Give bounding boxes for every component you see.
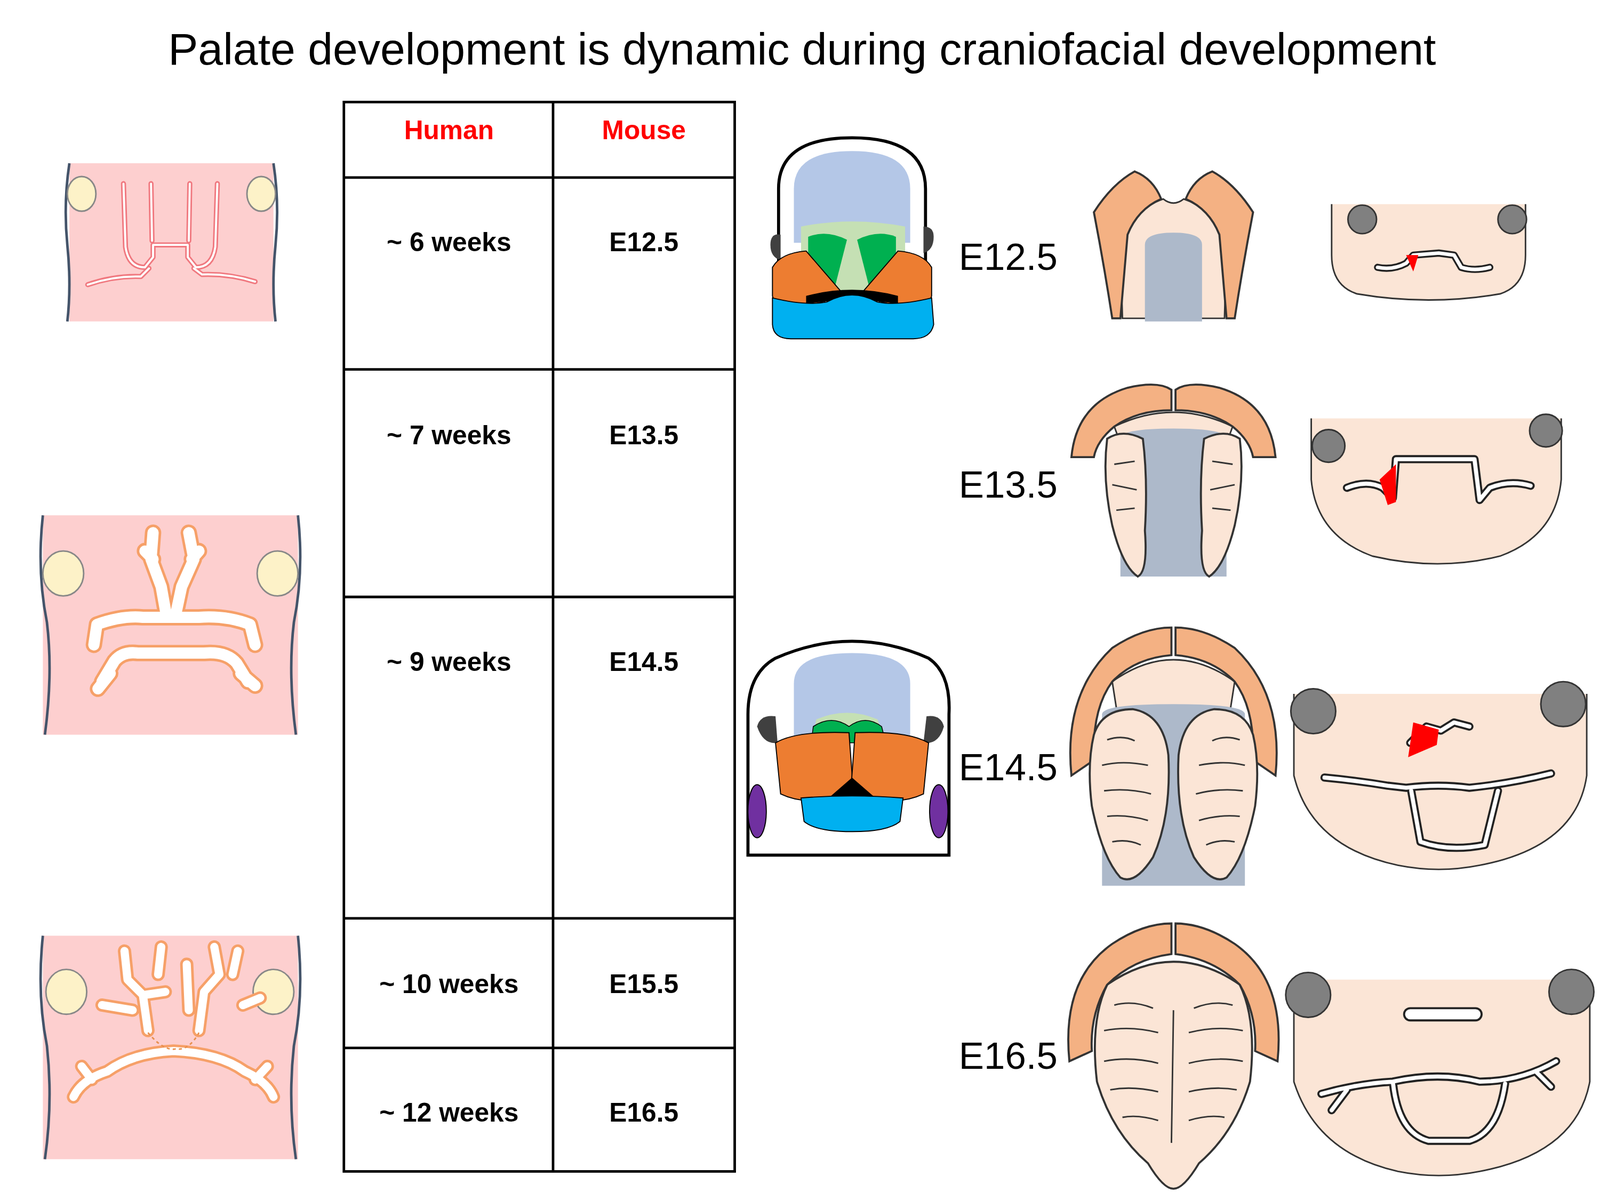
facial-groove [1324, 722, 1551, 848]
nostril-bar [1410, 1009, 1476, 1020]
tongue [1145, 232, 1203, 322]
ear [770, 234, 781, 261]
eye [67, 176, 96, 212]
face-outline [65, 163, 277, 322]
eye [42, 550, 84, 596]
mouse-face [1293, 693, 1587, 870]
facial-groove [1377, 252, 1490, 270]
table-cell: ~ 12 weeks [379, 1098, 519, 1129]
primary-palate [1175, 923, 1279, 1062]
facial-groove [93, 532, 255, 690]
primary-palate [1068, 923, 1172, 1062]
eye [1312, 429, 1345, 462]
eye [1347, 205, 1377, 235]
eye [1498, 205, 1527, 235]
facial-groove [1347, 459, 1531, 501]
eye [1548, 969, 1594, 1015]
human-face-ground [69, 163, 274, 322]
stage-label: E12.5 [958, 235, 1058, 279]
highlight-region [1408, 722, 1439, 758]
facial-groove [93, 532, 255, 690]
stage-label: E13.5 [958, 462, 1058, 507]
fused-palate [1094, 961, 1253, 1189]
palatal-shelf [1089, 709, 1169, 880]
facial-groove [1324, 722, 1551, 848]
rugae [1112, 461, 1235, 511]
table-cell: E12.5 [609, 227, 679, 259]
limb-bud [747, 784, 766, 838]
limb-bud [929, 784, 948, 838]
head-outline [747, 641, 949, 855]
facial-groove [73, 947, 274, 1098]
facial-groove [73, 947, 274, 1098]
stage-label: E16.5 [958, 1034, 1058, 1078]
facial-groove [88, 183, 256, 285]
highlight-region [1379, 464, 1397, 506]
brain [794, 652, 911, 743]
eye [45, 969, 87, 1015]
palatal-shelf [1105, 433, 1147, 577]
mouse-face [1311, 418, 1562, 564]
mouse-face [1293, 979, 1590, 1176]
nostril-bar [1410, 1006, 1476, 1022]
facial-groove [1321, 1061, 1557, 1141]
eye [246, 176, 276, 212]
palatal-shelf [1178, 709, 1258, 880]
table-cell: E15.5 [609, 969, 679, 1000]
table-cell: E14.5 [609, 646, 679, 678]
table-cell: ~ 9 weeks [386, 646, 511, 678]
table-grid [344, 101, 735, 1172]
eye [1290, 688, 1336, 734]
human-face-ground [42, 515, 298, 735]
highlight-region [1405, 254, 1419, 272]
rugae [1101, 737, 1245, 845]
ear [923, 716, 944, 744]
mouse-face [1331, 204, 1526, 301]
rugae [1104, 1003, 1243, 1143]
eye [1285, 972, 1331, 1018]
fusion-line [147, 1032, 199, 1050]
mandibular-process [772, 294, 934, 339]
table-cell: ~ 10 weeks [379, 969, 519, 1000]
title: Palate development is dynamic during cra… [168, 22, 1436, 75]
table-cell: E13.5 [609, 420, 679, 451]
column-header: Human [404, 115, 494, 146]
mandibular-process [801, 795, 903, 832]
palatal-shelf [1201, 433, 1242, 577]
oral-opening [828, 777, 876, 798]
table-cell: ~ 6 weeks [386, 227, 511, 259]
human-face-ground [42, 935, 298, 1159]
table-cell: E16.5 [609, 1098, 679, 1129]
facial-groove [1377, 252, 1490, 270]
table-frame [344, 101, 735, 1172]
eye [257, 550, 299, 596]
facial-groove [1347, 459, 1531, 501]
eye [1540, 681, 1586, 727]
facial-groove [1321, 1061, 1557, 1141]
stage-label: E14.5 [958, 745, 1058, 789]
face-outline [40, 935, 301, 1159]
eye [1529, 414, 1563, 447]
face-outline [40, 515, 301, 735]
column-header: Mouse [602, 115, 686, 146]
table-cell: ~ 7 weeks [386, 420, 511, 451]
ear [757, 716, 778, 744]
ear [923, 226, 934, 254]
facial-groove [88, 183, 256, 285]
